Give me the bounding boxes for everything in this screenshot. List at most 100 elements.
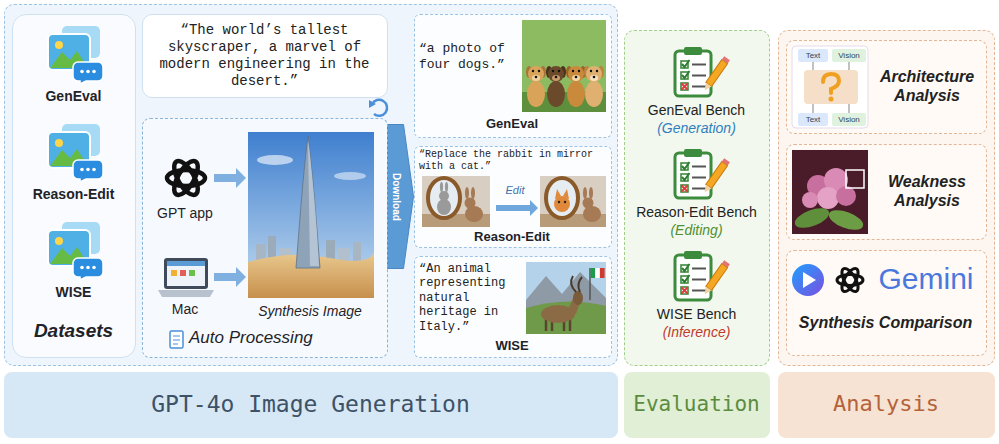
- goat-image: [591, 268, 596, 278]
- architecture-icon: [798, 113, 828, 126]
- text-slot: Vision: [832, 113, 866, 126]
- dogs-image: [558, 70, 560, 72]
- panel-ground: [778, 30, 995, 366]
- architecture-icon: [823, 74, 839, 93]
- text-slot: Auto Processing: [189, 325, 379, 351]
- text-slot: Edit: [493, 183, 537, 199]
- goat-image: [600, 268, 605, 278]
- text-slot: (Inference): [626, 324, 768, 342]
- laptop-icon: [164, 258, 208, 289]
- cat-mirror-image: [558, 201, 560, 203]
- icon-tag: Vision: [832, 51, 866, 61]
- laptop-icon: [158, 290, 214, 297]
- example-box: “Replace the rabbit in mirror with a cat…: [414, 146, 612, 248]
- text-slot: WISE: [415, 337, 609, 354]
- text-slot: GenEval: [14, 88, 134, 106]
- weakness-image: [792, 150, 868, 234]
- weakness-image: [846, 170, 864, 188]
- model-logo: [792, 264, 824, 296]
- rabbit-mirror-image: [465, 206, 483, 222]
- example-label: GenEval: [415, 116, 609, 132]
- text-slot: Analysis: [778, 372, 995, 438]
- text-slot: Download: [356, 189, 436, 205]
- text-slot: “Replace the rabbit in mirror with a cat…: [419, 148, 607, 174]
- dogs-image: [532, 70, 534, 72]
- download-arrow: [388, 125, 414, 269]
- panel-ground: [4, 4, 995, 438]
- document-icon: [170, 331, 183, 348]
- synthesis-image: [334, 172, 366, 180]
- text-slot: GenEval: [415, 115, 609, 133]
- goat-image: [571, 276, 582, 292]
- dogs-image: [538, 70, 540, 72]
- dogs-image: [584, 66, 604, 107]
- dogs-image: [578, 70, 580, 72]
- analysis-box: GeminiSynthesis Comparison: [786, 250, 987, 356]
- edit-arrow: [496, 205, 530, 211]
- edge-label: Download: [390, 171, 402, 223]
- weakness-image: [826, 206, 865, 233]
- dogs-image: [522, 20, 606, 112]
- text-slot: Weakness Analysis: [871, 161, 983, 221]
- icon-label: GPT app: [147, 205, 223, 222]
- gpt-logo: [170, 158, 203, 199]
- dogs-image: [546, 66, 566, 107]
- text-slot: Synthesis Image: [243, 301, 377, 321]
- panel-ground: [624, 30, 770, 366]
- checklist-icon: [675, 251, 730, 300]
- refresh-icon: [369, 100, 376, 108]
- dogs-image: [567, 81, 585, 107]
- rabbit-mirror-image: [437, 199, 451, 215]
- dataset-label: Reason-Edit: [14, 186, 134, 203]
- cat-mirror-image: [554, 196, 570, 212]
- text-slot: (Generation): [626, 120, 768, 138]
- panel-ground: [414, 256, 612, 358]
- edit-arrow: [530, 200, 538, 216]
- prompt-text: “The world’s tallest skyscraper, a marve…: [150, 22, 380, 90]
- dogs-image: [552, 75, 560, 81]
- panel-ground: [142, 118, 388, 358]
- model-logo: [837, 266, 863, 294]
- process-arrow: [236, 168, 246, 188]
- example-box: “a photo of four dogs.” GenEval: [414, 14, 612, 138]
- bench-label: Reason-Edit Bench: [626, 204, 768, 221]
- goat-image: [526, 262, 606, 334]
- cat-mirror-image: [540, 176, 606, 227]
- example-label: WISE: [415, 338, 609, 354]
- text-slot: Reason-Edit Bench: [626, 204, 768, 222]
- dogs-image: [596, 70, 598, 72]
- rabbit-mirror-image: [440, 182, 443, 192]
- dogs-image: [526, 66, 546, 107]
- rabbit-mirror-image: [445, 182, 448, 192]
- panel-ground: [624, 372, 770, 438]
- dogs-image: [590, 75, 598, 81]
- text-slot: Datasets: [14, 318, 134, 346]
- rabbit-mirror-image: [422, 176, 490, 227]
- logo-wordmark: Gemini: [869, 261, 983, 297]
- goat-image: [526, 301, 606, 334]
- cat-mirror-image: [583, 187, 587, 199]
- checklist-icon: [675, 149, 730, 198]
- analysis-box: Weakness Analysis: [786, 144, 987, 240]
- dogs-image: [555, 76, 558, 79]
- dogs-image: [535, 76, 538, 79]
- prompt-text: “a photo of four dogs.”: [419, 41, 519, 73]
- synthesis-image: [248, 132, 374, 298]
- rabbit-mirror-image: [439, 191, 449, 201]
- icon-tag: Vision: [832, 115, 866, 125]
- dogs-image: [590, 70, 592, 72]
- dogs-image: [552, 70, 554, 72]
- architecture-icon: [792, 46, 868, 128]
- dataset-icon: [48, 26, 103, 280]
- analysis-title: Weakness Analysis: [871, 172, 983, 210]
- example-label: Reason-Edit: [415, 229, 609, 245]
- edit-arrow: [496, 200, 538, 216]
- text-slot: Reason-Edit: [415, 228, 609, 245]
- group-title: Datasets: [14, 320, 134, 343]
- stage-panel: GPT-4o Image GenerationGenEvalReason-Edi…: [4, 4, 618, 366]
- dogs-image: [547, 81, 565, 107]
- dogs-image: [522, 20, 606, 112]
- model-logo: [839, 266, 862, 294]
- goat-image: [526, 272, 606, 334]
